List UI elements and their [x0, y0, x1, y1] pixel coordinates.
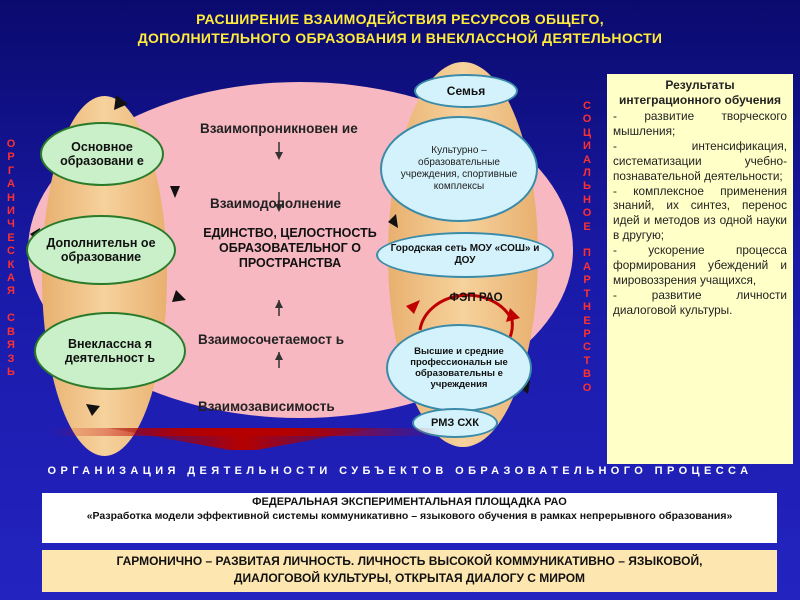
oval-additional-education: Дополнительн ое образование	[26, 215, 176, 285]
arrow-center-4-head	[275, 352, 283, 360]
vertical-letter: А	[7, 178, 15, 191]
vertical-letter: Ц	[582, 126, 592, 139]
vertical-letter: С	[583, 341, 591, 354]
vertical-letter: Р	[7, 151, 15, 164]
oval-basic-education: Основное образовани е	[40, 122, 164, 186]
vertical-letter: С	[7, 245, 15, 258]
arrow-center-2-head	[275, 204, 283, 212]
vertical-letter: А	[7, 272, 15, 285]
oval-city-network: Городская сеть МОУ «СОШ» и ДОУ	[376, 232, 554, 278]
oval-family-label: Семья	[446, 84, 486, 98]
final-line-2: ДИАЛОГОВОЙ КУЛЬТУРЫ, ОТКРЫТАЯ ДИАЛОГУ С …	[233, 571, 586, 585]
federal-subtitle: «Разработка модели эффективной системы к…	[86, 509, 733, 522]
vertical-letter: П	[583, 247, 591, 260]
vertical-letter: И	[583, 140, 591, 153]
vertical-letter: Е	[7, 231, 15, 244]
vertical-letter: Ь	[583, 180, 591, 193]
vertical-letter: Я	[7, 339, 15, 352]
vertical-letter: Л	[583, 167, 591, 180]
vertical-letter: Т	[583, 354, 591, 367]
results-title: Результаты интеграционного обучения	[618, 78, 782, 107]
oval-basic-education-label: Основное образовани е	[60, 140, 144, 168]
organization-caption: ОРГАНИЗАЦИЯ ДЕЯТЕЛЬНОСТИ СУБЪЕКТОВ ОБРАЗ…	[47, 465, 753, 477]
arrow-center-1-head	[275, 152, 283, 160]
vertical-letter: К	[7, 258, 15, 271]
diagram-title: РАСШИРЕНИЕ ВЗАИМОДЕЙСТВИЯ РЕСУРСОВ ОБЩЕГ…	[120, 10, 680, 48]
oval-higher-education-label: Высшие и средние профессиональн ые образ…	[410, 346, 508, 390]
oval-city-network-label: Городская сеть МОУ «СОШ» и ДОУ	[390, 243, 540, 266]
vertical-letter: Р	[583, 274, 591, 287]
oval-rmz-label: РМЗ СХК	[431, 417, 479, 429]
oval-extracurricular: Внеклассна я деятельност ь	[34, 312, 186, 390]
vertical-letter: Ч	[7, 218, 15, 231]
fep-label: ФЭП РАО	[449, 292, 503, 304]
federal-panel: ФЕДЕРАЛЬНАЯ ЭКСПЕРИМЕНТАЛЬНАЯ ПЛОЩАДКА Р…	[42, 493, 777, 543]
fep-arc-arrow-2	[506, 308, 520, 322]
oval-extracurricular-label: Внеклассна я деятельност ь	[64, 337, 156, 365]
vertical-letter: Т	[583, 287, 591, 300]
federal-title: ФЕДЕРАЛЬНАЯ ЭКСПЕРИМЕНТАЛЬНАЯ ПЛОЩАДКА Р…	[252, 496, 567, 508]
arrow-left-mid	[170, 186, 180, 198]
oval-culture-institutions: Культурно – образовательные учреждения, …	[380, 116, 538, 222]
vertical-letter: В	[7, 325, 15, 338]
vertical-letter: О	[582, 381, 592, 394]
vertical-letter: О	[582, 207, 592, 220]
vertical-letter: В	[583, 368, 591, 381]
label-interdependence: Взаимозависимость	[198, 399, 335, 414]
arrow-center-3-head	[275, 300, 283, 308]
oval-additional-education-label: Дополнительн ое образование	[46, 236, 156, 264]
vertical-letter: А	[583, 260, 591, 273]
vertical-letter: Р	[583, 327, 591, 340]
label-complementation: Взаимодополнение	[210, 196, 342, 211]
title-line-1: РАСШИРЕНИЕ ВЗАИМОДЕЙСТВИЯ РЕСУРСОВ ОБЩЕГ…	[196, 11, 604, 27]
results-item: - интенсификация, систематизации учебно-…	[613, 138, 787, 183]
vertical-letter: З	[7, 352, 15, 365]
oval-family: Семья	[414, 74, 518, 108]
vertical-letter: О	[6, 138, 16, 150]
vertical-letter: С	[7, 312, 15, 325]
arrow-left-bottom	[86, 404, 100, 416]
vertical-letter: Н	[583, 193, 591, 206]
vertical-letter: Ь	[7, 365, 15, 378]
fep-arc-top	[418, 293, 514, 331]
title-line-2: ДОПОЛНИТЕЛЬНОГО ОБРАЗОВАНИЯ И ВНЕКЛАССНО…	[137, 30, 663, 46]
vertical-letter: Е	[583, 220, 591, 233]
arrow-left-top	[114, 95, 128, 110]
final-panel: ГАРМОНИЧНО – РАЗВИТАЯ ЛИЧНОСТЬ. ЛИЧНОСТЬ…	[42, 550, 777, 592]
vertical-letter: Я	[7, 285, 15, 298]
results-item: - ускорение процесса формирования убежде…	[613, 243, 787, 287]
unity-text: ЕДИНСТВО, ЦЕЛОСТНОСТЬ ОБРАЗОВАТЕЛЬНОГ О …	[203, 226, 377, 270]
label-interpenetration: Взаимопроникновен ие	[200, 121, 358, 136]
oval-higher-education: Высшие и средние профессиональн ые образ…	[386, 324, 532, 412]
vertical-letter: Г	[7, 164, 15, 177]
final-line-1: ГАРМОНИЧНО – РАЗВИТАЯ ЛИЧНОСТЬ. ЛИЧНОСТЬ…	[116, 554, 703, 568]
results-panel: Результаты интеграционного обучения - ра…	[607, 74, 793, 464]
vertical-letter: И	[7, 205, 15, 218]
oval-rmz: РМЗ СХК	[412, 408, 498, 438]
results-item: - развитие творческого мышления;	[613, 109, 787, 138]
vertical-letter: Н	[7, 191, 15, 204]
label-compatibility: Взаимосочетаемост ь	[198, 332, 345, 347]
vertical-letter: О	[582, 113, 592, 126]
vertical-letter: С	[583, 100, 591, 112]
vertical-letter: Н	[583, 301, 591, 314]
arrow-right-side	[388, 214, 398, 228]
vertical-letter: А	[583, 153, 591, 166]
vertical-letter: Е	[583, 314, 591, 327]
results-item: - комплексное применения знаний, их синт…	[613, 183, 787, 243]
arrow-left-lower	[172, 290, 186, 302]
results-item: - развитие личности диалоговой культуры.	[613, 287, 787, 317]
oval-culture-institutions-label: Культурно – образовательные учреждения, …	[400, 145, 518, 192]
fep-arc-arrow-1	[406, 300, 420, 314]
